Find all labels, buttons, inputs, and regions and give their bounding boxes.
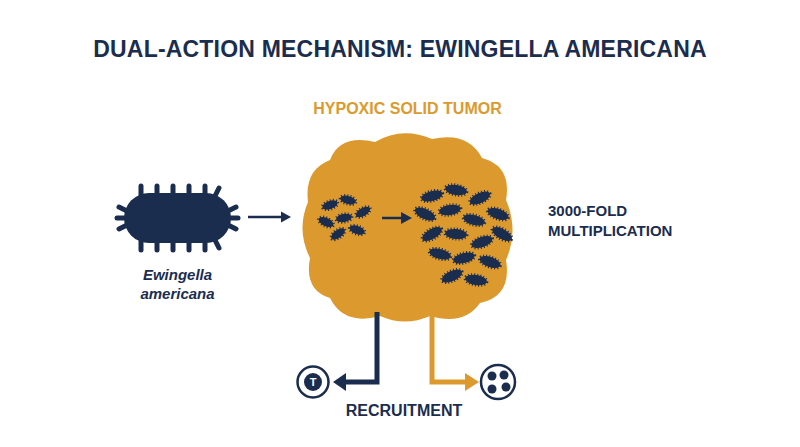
bacterium [444,183,467,197]
bacterium [321,199,339,212]
bacterium [420,188,444,203]
t-cell-letter: T [296,375,330,389]
bacterium [490,224,514,244]
connector-arrow [248,212,291,223]
nucleus-lobe [500,371,509,380]
bacterium [438,203,461,217]
arrow-head [401,212,412,224]
connector-line [345,312,377,382]
tumor-heading: HYPOXIC SOLID TUMOR [280,100,535,118]
arrow-head [281,212,291,223]
neutrophil-icon [481,365,515,399]
bacterium [413,205,437,223]
tumor-node: HYPOXIC SOLID TUMOR [300,130,515,322]
bacterium [428,246,452,261]
bacterium [420,224,444,244]
large-bacteria-cluster [413,183,514,287]
bacterium-shape [115,183,240,253]
nucleus-lobe [488,372,497,381]
bacterium [440,267,464,285]
tumor-shape [300,130,515,322]
nucleus-lobe [502,383,511,392]
arrow-head [465,373,479,391]
bacterium [470,234,494,251]
bacterium [354,205,372,220]
growth-callout: 3000-FOLD MULTIPLICATION [548,201,713,241]
bacterium [486,206,510,223]
bacterium [335,213,352,224]
nucleus-lobe [488,385,497,394]
bacterium [348,224,366,237]
growth-arrow [382,212,412,224]
bacterium [468,189,492,207]
bacterium [445,228,468,240]
small-bacteria-cluster [317,194,372,242]
bacterium [317,215,335,229]
recruitment-label: RECRUITMENT [254,402,554,420]
bacterium [464,273,487,287]
arrow-line [382,217,402,220]
connector-arrow [333,312,377,391]
neutrophil-recruit-arrow [432,314,479,391]
arrow-head [333,373,346,391]
t-cell-node: T [296,365,330,399]
bacterium [452,250,476,265]
connector-line [248,216,282,219]
diagram-title: DUAL-ACTION MECHANISM: EWINGELLA AMERICA… [0,36,800,63]
bacterium-label: Ewingella americana [110,265,245,303]
bacterium [339,194,357,206]
bacterium [329,226,347,242]
bacterium-node: Ewingella americana [115,183,240,253]
bacterium [478,254,502,271]
arrow-line [432,314,466,382]
cell-outline [481,365,515,399]
bacterium [462,212,486,227]
